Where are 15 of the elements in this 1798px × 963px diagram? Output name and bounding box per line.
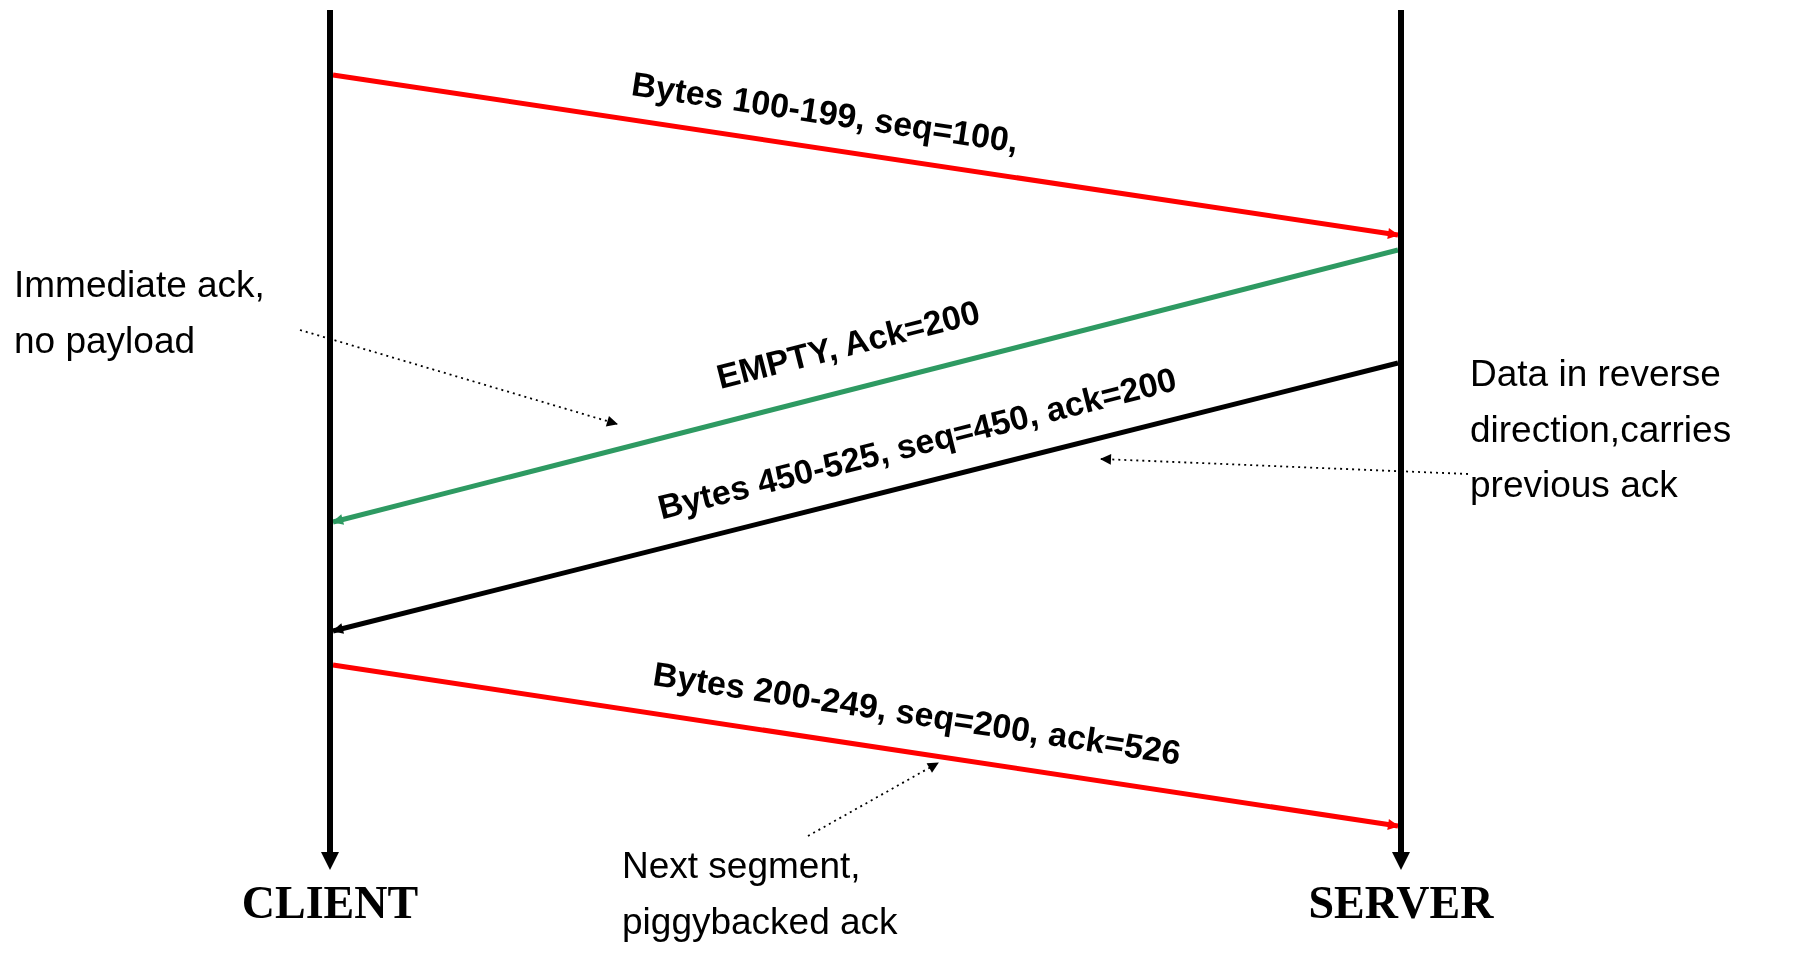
message-arrow xyxy=(332,662,1399,830)
edge-label: Bytes 200-249, seq=200, ack=526 xyxy=(650,656,1184,770)
leader-line xyxy=(299,329,618,427)
edge-label: Bytes 100-199, seq=100, xyxy=(629,66,1021,158)
message-arrow xyxy=(332,360,1399,634)
leader-line xyxy=(807,762,939,837)
message-arrow xyxy=(332,247,1399,525)
edge-label: EMPTY, Ack=200 xyxy=(713,294,983,394)
annotation-text: Data in reverse direction,carries previous ack xyxy=(1470,346,1795,513)
leader-line xyxy=(1100,453,1469,475)
annotation-text: Next segment, piggybacked ack xyxy=(622,838,982,949)
annotation-text: Immediate ack, no payload xyxy=(14,257,314,368)
message-arrow xyxy=(332,72,1399,239)
lane-title: CLIENT xyxy=(241,880,419,926)
lane-title: SERVER xyxy=(1308,880,1494,926)
